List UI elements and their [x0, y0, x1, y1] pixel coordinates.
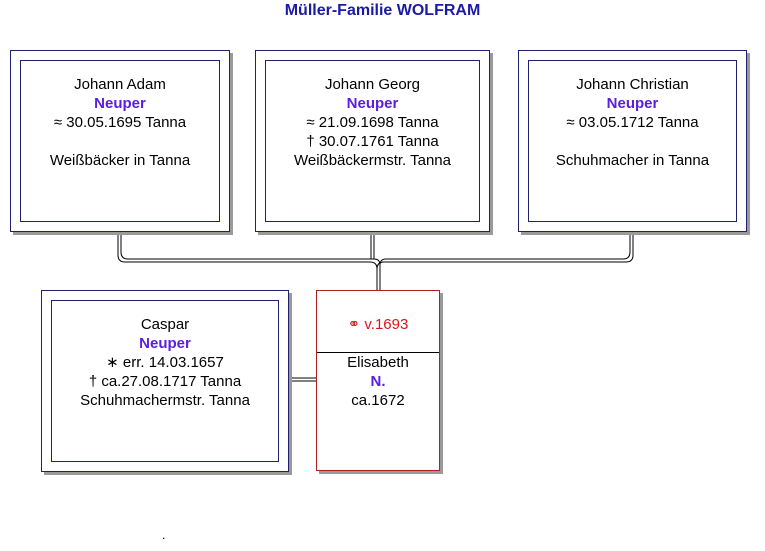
birth-line: ca.1672 — [351, 392, 405, 409]
occupation-line: Schuhmachermstr. Tanna — [80, 392, 250, 409]
baptism-line: ≈ 30.05.1695 Tanna — [53, 114, 187, 131]
baptism-line: ≈ 21.09.1698 Tanna — [306, 114, 439, 131]
occupation-line: Weißbäckermstr. Tanna — [293, 152, 451, 169]
death-line: † 30.07.1761 Tanna — [306, 133, 439, 150]
card-divider — [317, 352, 439, 353]
mother-card-elisabeth[interactable]: ⚭ v.1693 Elisabeth N. ca.1672 — [316, 290, 440, 471]
death-line: † ca.27.08.1717 Tanna — [88, 373, 242, 390]
given-name: Johann Christian — [576, 76, 689, 93]
given-name: Johann Georg — [324, 76, 421, 93]
birth-line: ∗ err. 14.03.1657 — [106, 354, 224, 371]
surname: N. — [370, 373, 386, 390]
given-name: Johann Adam — [74, 76, 166, 93]
occupation-line: Weißbäcker in Tanna — [49, 152, 191, 169]
blank-line — [21, 132, 219, 151]
surname: Neuper — [139, 335, 191, 352]
footer-mark: . — [162, 528, 166, 542]
marriage-date: ⚭ v.1693 — [347, 316, 409, 333]
page-title: Müller-Familie WOLFRAM — [284, 2, 481, 19]
child-card-inner: Johann Georg Neuper ≈ 21.09.1698 Tanna †… — [265, 60, 480, 222]
child-card-johann-christian[interactable]: Johann Christian Neuper ≈ 03.05.1712 Tan… — [518, 50, 747, 232]
baptism-line: ≈ 03.05.1712 Tanna — [566, 114, 699, 131]
given-name: Elisabeth — [347, 354, 409, 371]
child-card-inner: Johann Christian Neuper ≈ 03.05.1712 Tan… — [528, 60, 737, 222]
surname: Neuper — [94, 95, 146, 112]
surname: Neuper — [606, 95, 659, 112]
mother-info: Elisabeth N. ca.1672 — [317, 353, 439, 410]
child-card-johann-adam[interactable]: Johann Adam Neuper ≈ 30.05.1695 Tanna We… — [10, 50, 230, 232]
given-name: Caspar — [140, 316, 190, 333]
father-card-caspar[interactable]: Caspar Neuper ∗ err. 14.03.1657 † ca.27.… — [41, 290, 289, 472]
surname: Neuper — [346, 95, 399, 112]
child-card-inner: Johann Adam Neuper ≈ 30.05.1695 Tanna We… — [20, 60, 220, 222]
child-card-johann-georg[interactable]: Johann Georg Neuper ≈ 21.09.1698 Tanna †… — [255, 50, 490, 232]
father-card-inner: Caspar Neuper ∗ err. 14.03.1657 † ca.27.… — [51, 300, 279, 462]
occupation-line: Schuhmacher in Tanna — [555, 152, 710, 169]
blank-line — [529, 132, 736, 151]
